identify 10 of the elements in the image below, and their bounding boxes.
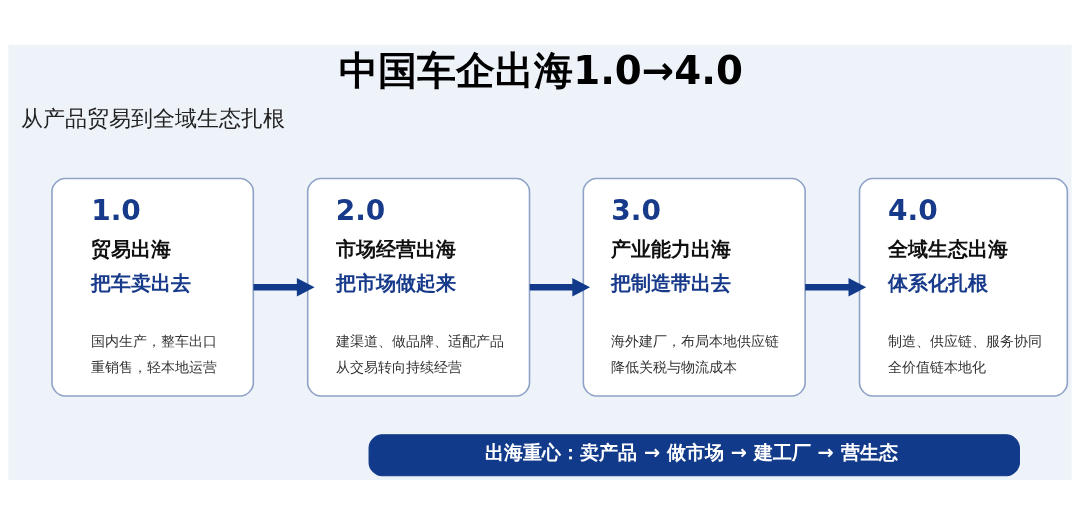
arrow: [805, 277, 867, 297]
arrow: [529, 277, 591, 297]
node-box: 3.0 产业能力出海 把制造带出去 海外建厂，布局本地供应链 降低关税与物流成本: [582, 177, 806, 397]
node-box: 4.0 全域生态出海 体系化扎根 制造、供应链、服务协同 全价值链本地化: [858, 177, 1069, 397]
node-box: 2.0 市场经营出海 把市场做起来 建渠道、做品牌、适配产品 从交易转向持续经营: [306, 177, 531, 397]
node-box: 出海重心：卖产品 → 做市场 → 建工厂 → 营生态: [368, 433, 1020, 476]
node-box: 1.0 贸易出海 把车卖出去 国内生产，整车出口 重销售，轻本地运营: [51, 177, 255, 397]
label: 从产品贸易到全域生态扎根: [20, 105, 285, 131]
arrow: [253, 277, 315, 297]
diagram-title: 中国车企出海1.0→4.0: [339, 47, 743, 93]
